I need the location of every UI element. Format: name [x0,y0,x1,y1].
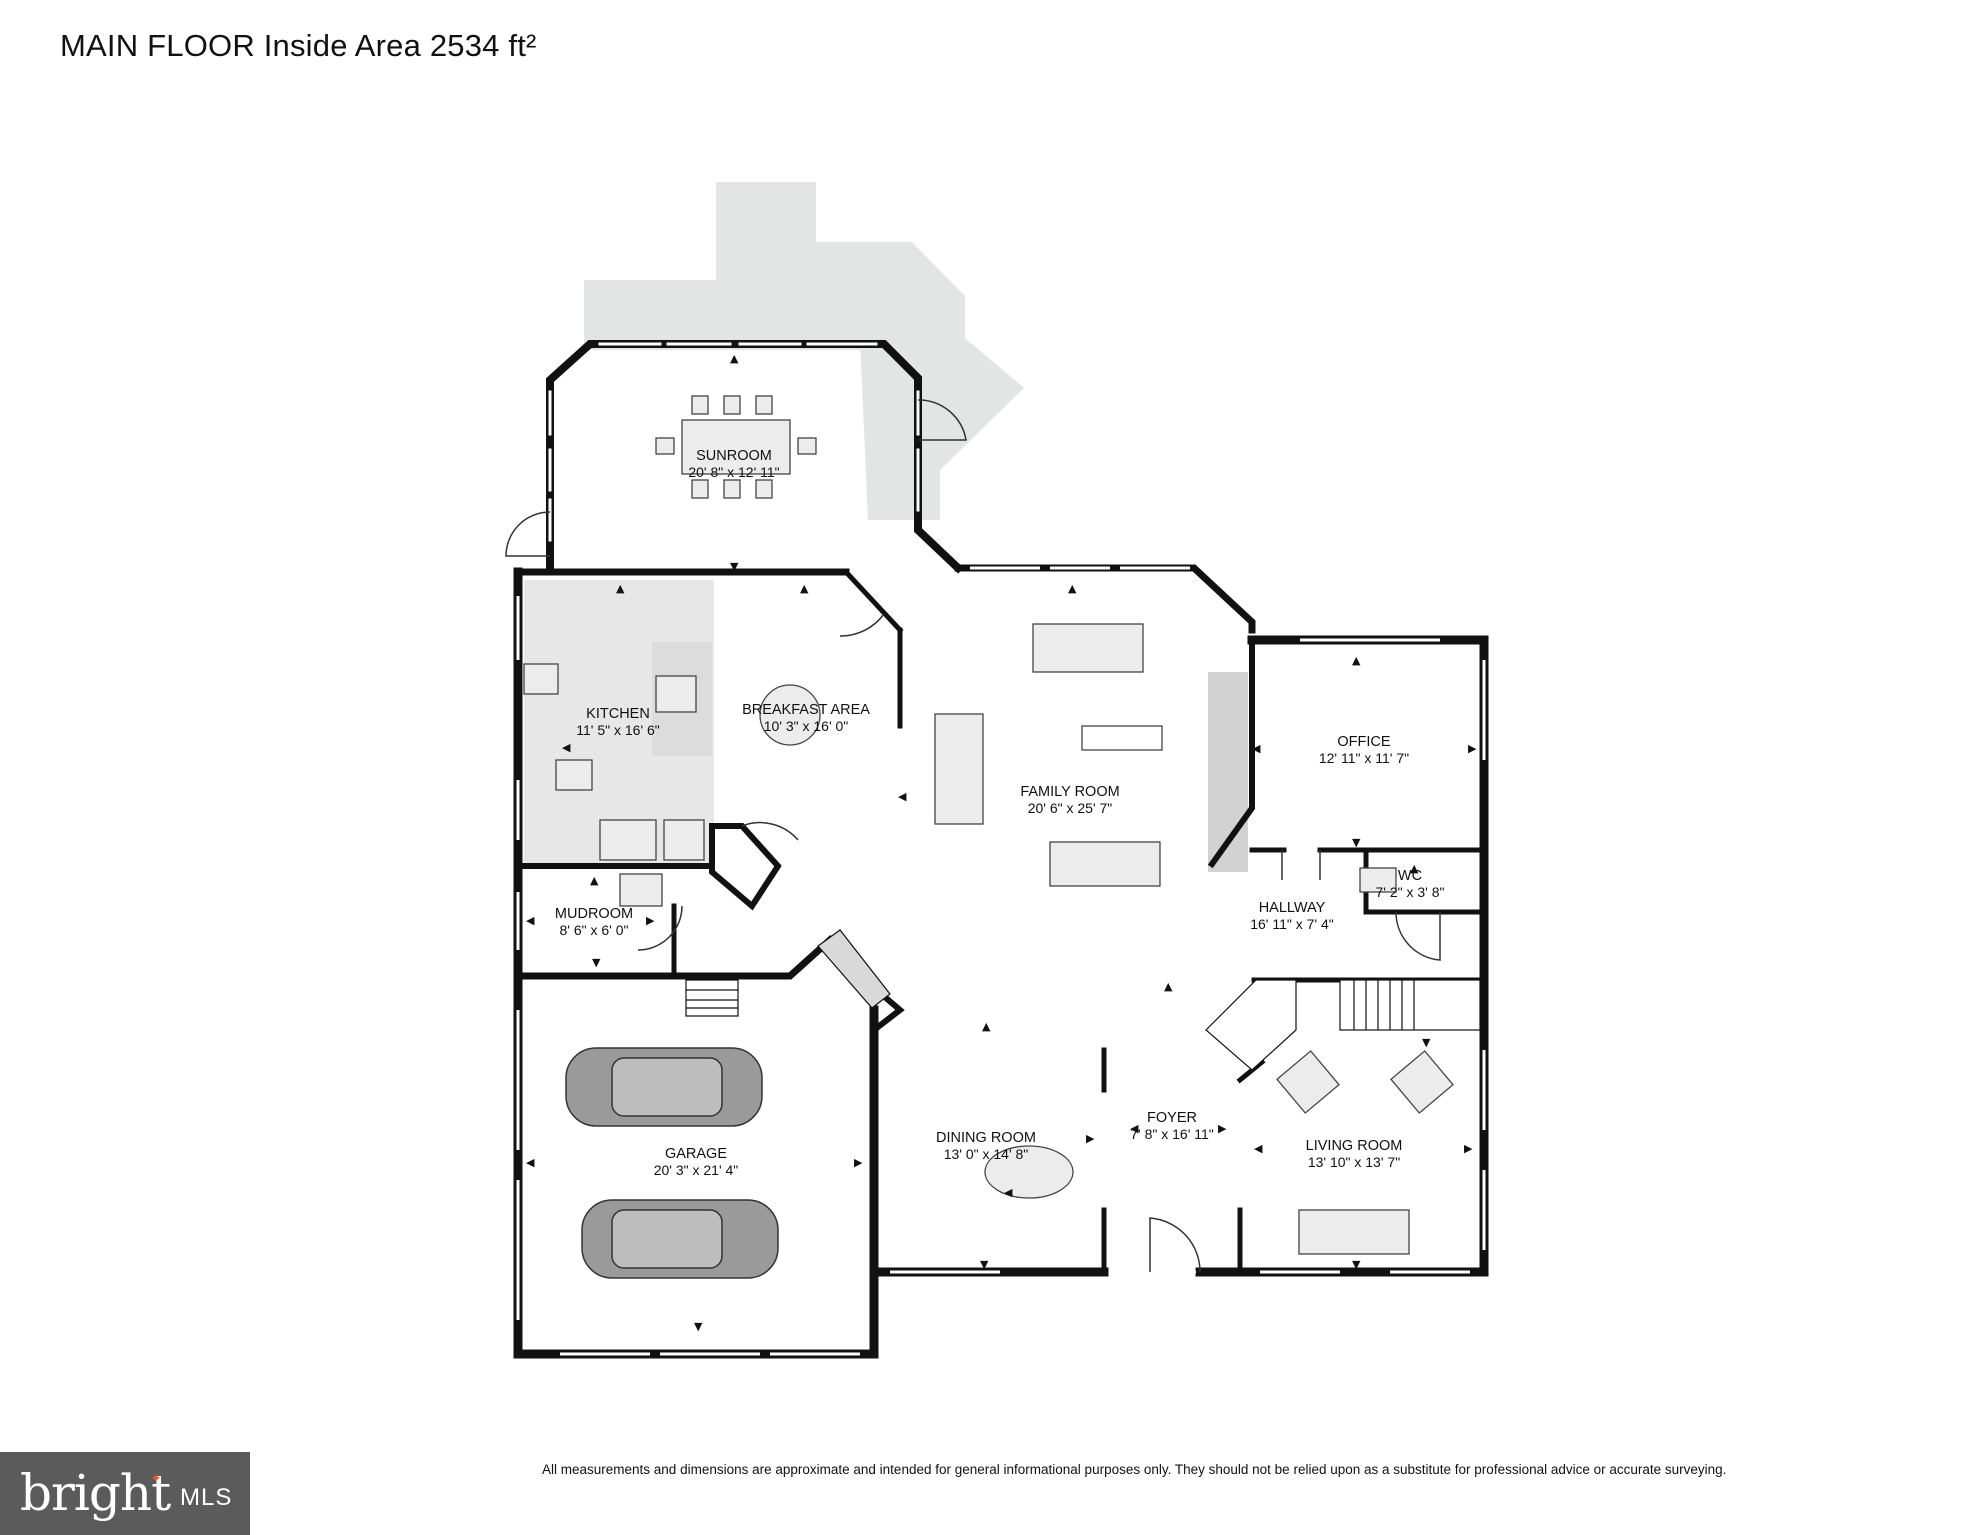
sunroom-door [917,399,967,441]
svg-text:▼: ▼ [592,956,601,969]
svg-text:▲: ▲ [1410,862,1419,875]
kitchen-door [839,613,885,637]
sunroom-windows [548,342,920,542]
svg-text:◀: ◀ [898,790,907,803]
staircase-landing [1205,979,1297,1071]
mudroom-door [637,905,683,951]
svg-text:▲: ▲ [1164,980,1173,993]
wc-door [1395,911,1441,961]
pantry-door [741,821,799,841]
logo-suffix: MLS [180,1484,233,1511]
staircase-main [1339,979,1481,1031]
sunroom-table [681,419,791,475]
svg-text:◀: ◀ [526,914,535,927]
bright-mls-logo: bright ✦ MLS [0,1452,250,1535]
svg-text:▼: ▼ [1352,1258,1361,1271]
foyer-east-wall [1236,1058,1266,1275]
svg-text:▲: ▲ [982,1020,991,1033]
breakfast-table [759,684,821,746]
svg-text:▲: ▲ [1352,654,1361,667]
svg-text:◀: ◀ [562,741,571,754]
hallway-door [1281,850,1321,880]
svg-text:▲: ▲ [730,352,739,365]
office-west-wall [1207,637,1255,869]
side-door [505,511,551,557]
svg-text:▶: ▶ [1086,1132,1095,1145]
svg-text:▼: ▼ [694,1320,703,1333]
svg-text:◀: ◀ [1004,1186,1013,1199]
pantry-walls [709,823,782,911]
sunroom-wall [546,340,964,574]
svg-text:◀: ◀ [1254,1142,1263,1155]
svg-text:▲: ▲ [1068,582,1077,595]
svg-text:▶: ▶ [854,1156,863,1169]
svg-text:▼: ▼ [1422,1036,1431,1049]
disclaimer-text: All measurements and dimensions are appr… [542,1462,1727,1477]
svg-text:▶: ▶ [1464,1142,1473,1155]
svg-text:▲: ▲ [616,582,625,595]
svg-text:▼: ▼ [1352,836,1361,849]
garage-north-wall [514,935,835,980]
svg-text:▲: ▲ [590,874,599,887]
family-north-wall [954,564,1256,634]
foyer-door [1149,1217,1201,1273]
svg-text:▼: ▼ [980,1258,989,1271]
svg-text:◀: ◀ [526,1156,535,1169]
logo-wordmark: bright [20,1464,171,1522]
svg-text:▲: ▲ [800,582,809,595]
furniture [523,395,1454,1255]
pantry-stair [817,929,891,1009]
svg-text:▶: ▶ [1468,742,1477,755]
page-title: MAIN FLOOR Inside Area 2534 ft² [60,28,537,63]
garage-steps [685,979,739,1017]
svg-text:▶: ▶ [646,914,655,927]
deck-area [584,182,1024,520]
kitchen-door-wall [842,568,904,634]
svg-text:▶: ▶ [1218,1122,1227,1135]
cars [565,1047,779,1279]
svg-text:◀: ◀ [1252,742,1261,755]
svg-text:◀: ◀ [1130,1122,1139,1135]
svg-text:▼: ▼ [730,560,739,573]
logo-spark-icon: ✦ [150,1470,162,1486]
